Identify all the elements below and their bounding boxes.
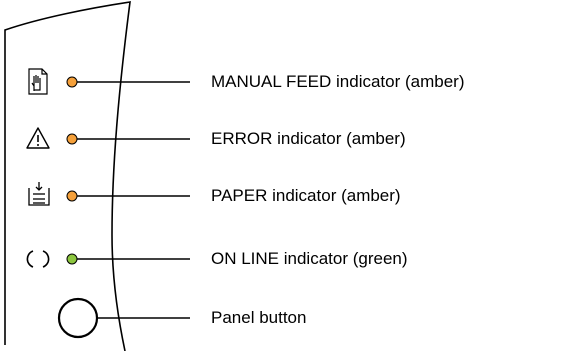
- panel-outline: [4, 1, 131, 351]
- error-warning-icon: [26, 127, 50, 149]
- panel-button[interactable]: [57, 297, 99, 339]
- error-label: ERROR indicator (amber): [211, 129, 406, 148]
- manual-feed-icon: [28, 68, 48, 95]
- panel-button-label: Panel button: [211, 308, 307, 327]
- error-led: [66, 133, 78, 145]
- paper-label: PAPER indicator (amber): [211, 186, 401, 205]
- manual-feed-led: [66, 76, 78, 88]
- manual-feed-label: MANUAL FEED indicator (amber): [211, 72, 465, 91]
- paper-led: [66, 190, 78, 202]
- on-line-led: [66, 253, 78, 265]
- power-circle-icon: [26, 250, 50, 268]
- paper-tray-icon: [28, 182, 50, 206]
- on-line-label: ON LINE indicator (green): [211, 249, 408, 268]
